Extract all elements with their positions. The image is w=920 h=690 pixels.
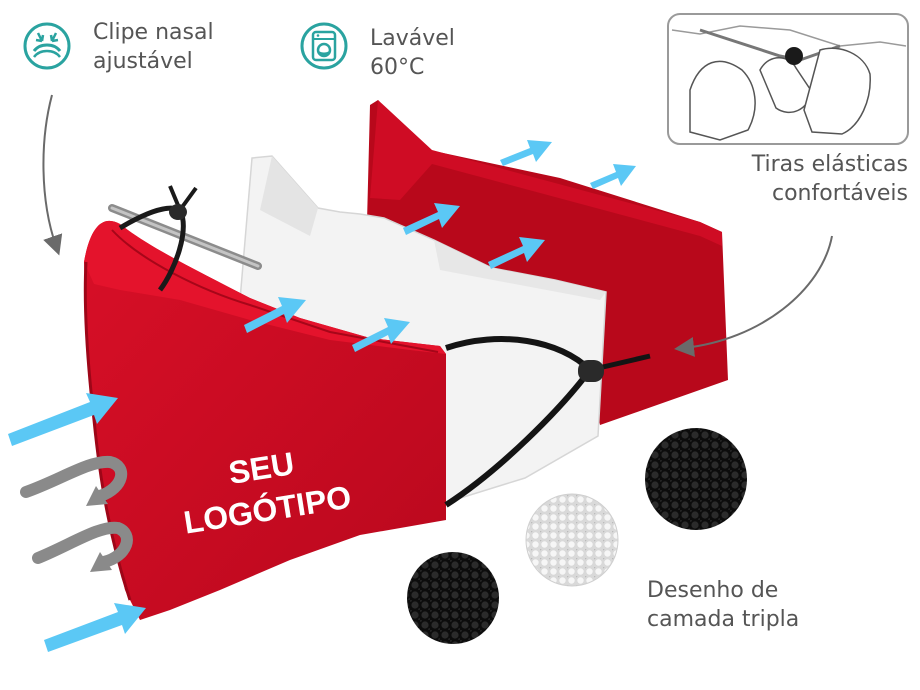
- exhaust-arrows: [20, 455, 133, 568]
- strap-adjust-inset: [667, 13, 909, 145]
- feature-straps-line1: Tiras elásticas: [751, 152, 908, 177]
- feature-straps-line2: confortáveis: [772, 181, 908, 206]
- feature-nose-clip-line2: ajustável: [93, 49, 193, 74]
- nose-clip-pointer: [42, 94, 63, 256]
- fabric-swatch-middle-white: [525, 493, 619, 587]
- feature-washable-line2: 60°C: [370, 55, 425, 80]
- feature-washable: Lavável 60°C: [370, 24, 455, 82]
- feature-layers-line2: camada tripla: [647, 607, 800, 632]
- straps-pointer: [674, 235, 833, 357]
- feature-layers: Desenho de camada tripla: [647, 576, 799, 634]
- airflow-arrows: [8, 140, 636, 652]
- feature-nose-clip: Clipe nasal ajustável: [93, 18, 214, 76]
- strap-toggle-right: [578, 360, 604, 382]
- fabric-swatch-outer-black: [407, 552, 499, 644]
- feature-straps: Tiras elásticas confortáveis: [700, 150, 908, 208]
- strap-toggle-left: [169, 204, 187, 220]
- inset-toggle: [785, 47, 803, 65]
- feature-nose-clip-line1: Clipe nasal: [93, 20, 214, 45]
- mask-front: [84, 220, 446, 620]
- fabric-swatch-inner-black: [645, 428, 747, 530]
- nose-clip-icon: [23, 22, 71, 70]
- feature-layers-line1: Desenho de: [647, 578, 779, 603]
- washing-machine-icon: [300, 22, 348, 70]
- feature-washable-line1: Lavável: [370, 26, 455, 51]
